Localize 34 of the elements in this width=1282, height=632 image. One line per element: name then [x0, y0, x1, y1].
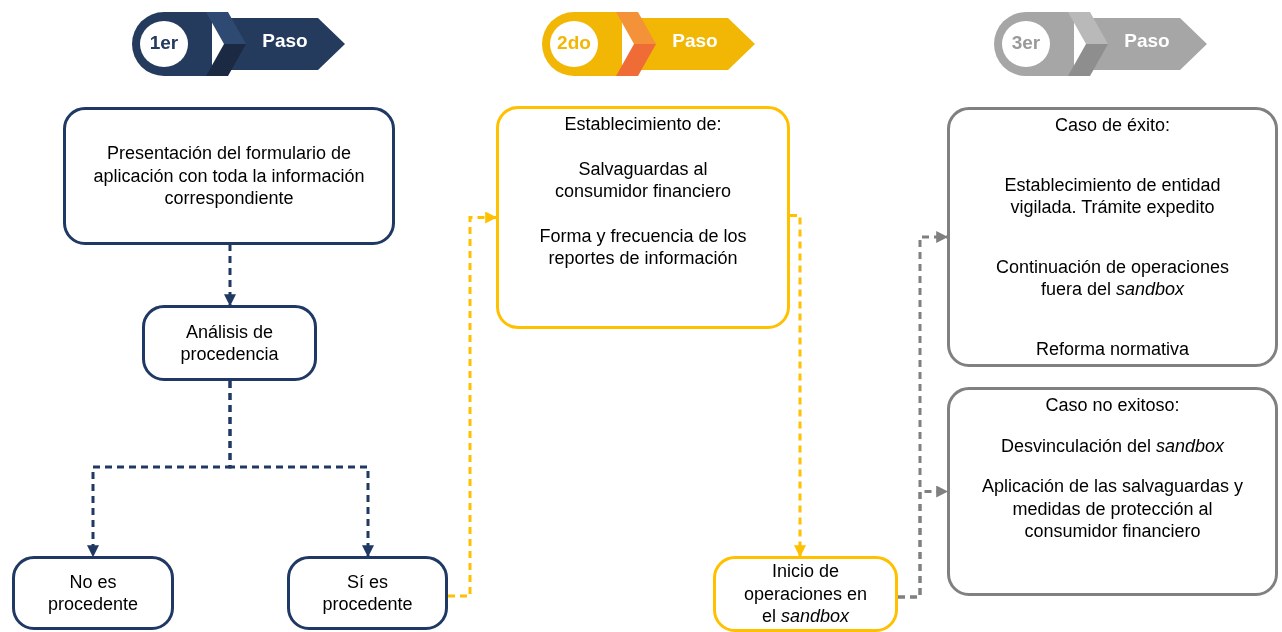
box-text: No es procedente	[46, 570, 140, 616]
dashed-arrow	[790, 214, 806, 558]
box-text: Continuación de operaciones fuera del sandbox	[994, 255, 1231, 301]
dashed-arrow	[228, 381, 374, 558]
box-text: Análisis de procedencia	[179, 320, 280, 366]
outcome-box	[947, 107, 1278, 367]
dashed-arrow	[224, 243, 236, 307]
box-heading: Establecimiento de:	[564, 113, 722, 136]
step-number: 2do	[556, 32, 592, 54]
box-text: Presentación del formulario de aplicación con toda la información correspondiente	[92, 142, 366, 210]
box-text: Reforma normativa	[1035, 337, 1190, 360]
box-text: Forma y frecuencia de los reportes de información	[538, 224, 748, 270]
outcome-box	[947, 387, 1278, 596]
box-heading: Caso no exitoso:	[1045, 394, 1180, 417]
process-box	[713, 556, 898, 632]
box-text: Sí es procedente	[321, 570, 414, 616]
process-box	[63, 107, 395, 245]
process-box	[496, 106, 790, 329]
box-text: Salvaguardas al consumidor financiero	[553, 157, 733, 203]
step-label: Paso	[261, 30, 309, 52]
dashed-arrow	[898, 485, 949, 599]
step-number: 1er	[148, 32, 180, 54]
step-label: Paso	[1123, 30, 1171, 52]
box-text: Inicio de operaciones en el sandbox	[742, 560, 869, 628]
step-label: Paso	[671, 30, 719, 52]
box-text: Aplicación de las salvaguardas y medidas de protección al consumidor financiero	[980, 475, 1245, 543]
box-heading: Caso de éxito:	[1054, 114, 1171, 137]
outcome-box	[12, 556, 174, 630]
outcome-box	[287, 556, 448, 630]
box-text: Establecimiento de entidad vigilada. Trámite expedito	[1003, 173, 1222, 219]
box-text: Desvinculación del sandbox	[1000, 434, 1225, 457]
step-number: 3er	[1010, 32, 1042, 54]
dashed-arrow	[448, 211, 498, 598]
process-box	[142, 305, 317, 381]
